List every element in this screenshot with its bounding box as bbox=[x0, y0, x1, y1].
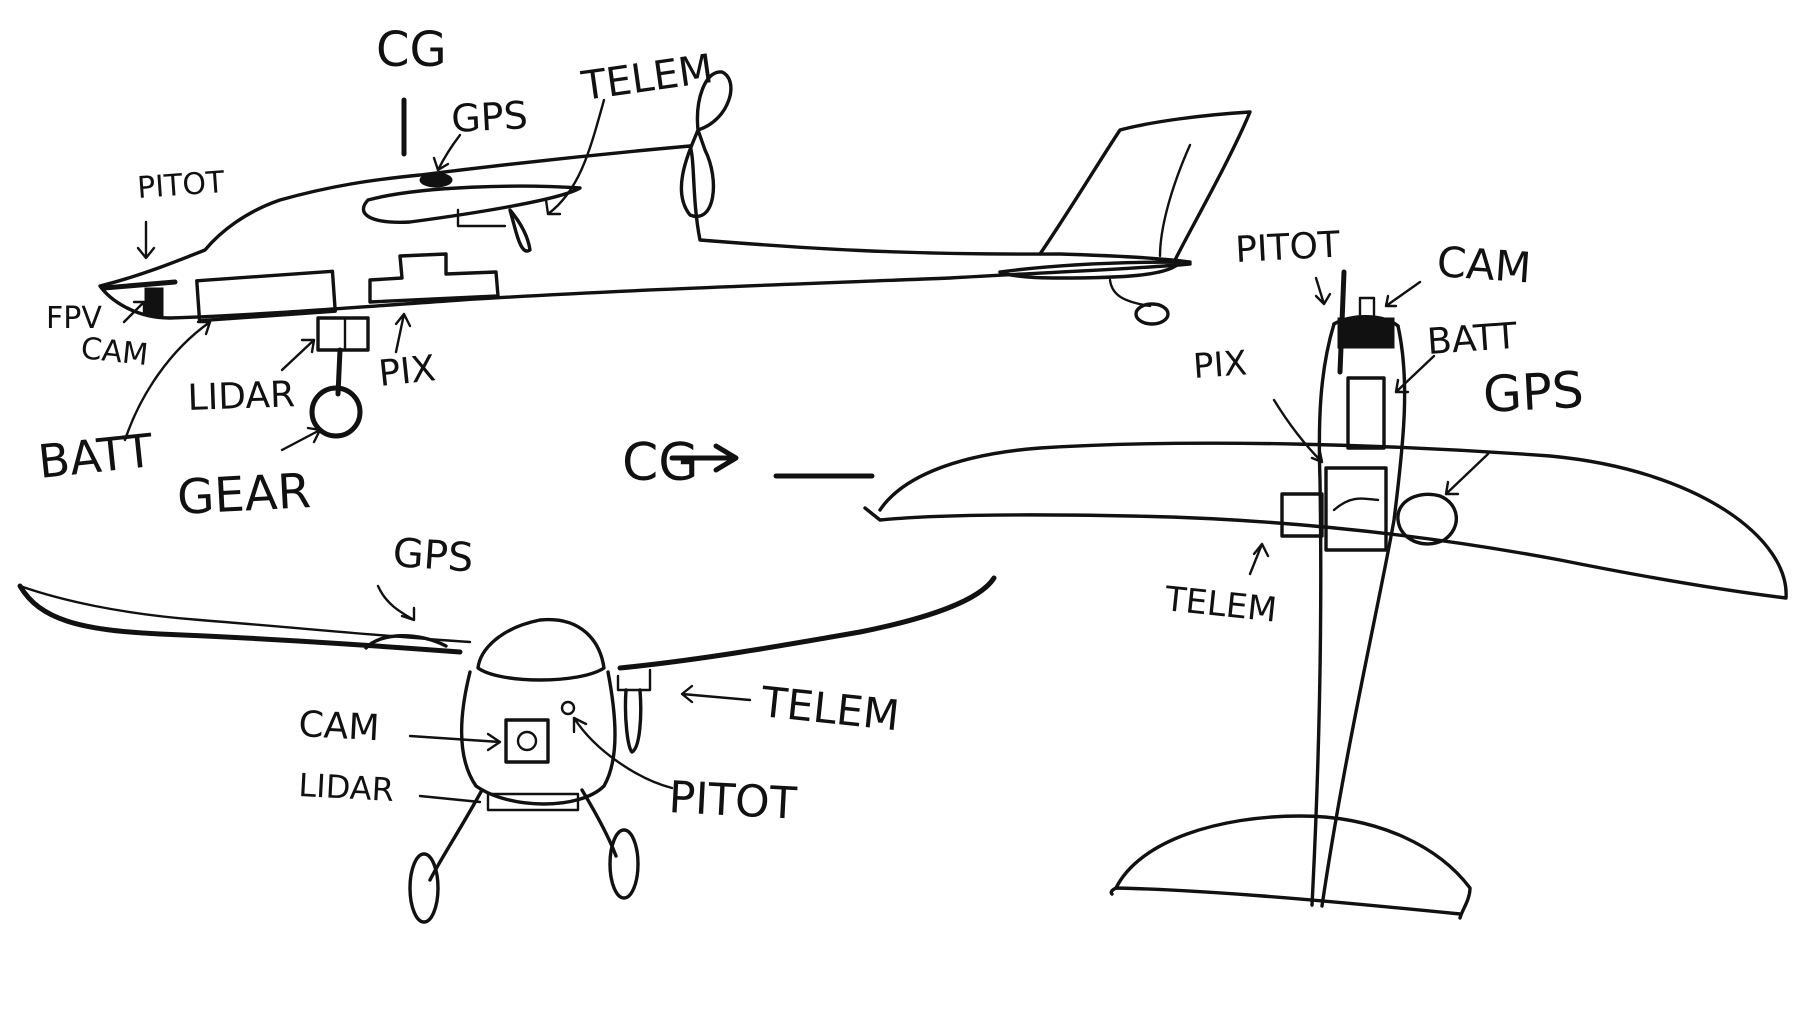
side-cam-arrow bbox=[122, 300, 146, 324]
front-cam-lens bbox=[516, 730, 538, 752]
top-pix-detail bbox=[1332, 497, 1380, 512]
side-fpv-cam-box bbox=[144, 287, 164, 317]
side-fuselage bbox=[98, 144, 1192, 320]
top-view: PITOT CAM BATT PIX GPS CG TELEM bbox=[622, 225, 1788, 920]
side-lidar-label: LIDAR bbox=[187, 374, 296, 419]
side-pitot-arrow bbox=[136, 220, 156, 260]
top-telem-box bbox=[1280, 492, 1324, 538]
top-pix-arrow bbox=[1272, 398, 1324, 464]
side-pix-arrow bbox=[394, 312, 412, 354]
side-pitot-label: PITOT bbox=[136, 165, 226, 206]
top-gps-arrow bbox=[1444, 452, 1490, 496]
top-cg-label: CG bbox=[622, 433, 699, 493]
front-pitot-arrow bbox=[572, 716, 674, 790]
side-batt-arrow bbox=[123, 320, 212, 442]
side-lidar-arrow bbox=[280, 338, 316, 372]
top-pix-box bbox=[1324, 466, 1388, 552]
top-battery-box bbox=[1346, 376, 1386, 450]
side-wing bbox=[361, 184, 582, 224]
side-tail-gear bbox=[1108, 278, 1152, 308]
front-cam-box bbox=[504, 718, 550, 764]
side-gear-wheel bbox=[309, 385, 363, 439]
front-telem-arrow bbox=[680, 684, 752, 704]
front-lidar-arrow bbox=[418, 794, 482, 804]
side-lidar-box bbox=[316, 316, 370, 352]
side-gps-puck bbox=[419, 172, 453, 188]
top-cam-arrow bbox=[1384, 280, 1422, 308]
front-gear-right-leg bbox=[580, 788, 618, 858]
side-cam-label: CAM bbox=[79, 331, 150, 373]
side-gps-arrow bbox=[432, 133, 462, 172]
side-telem-bracket bbox=[456, 208, 507, 228]
side-tail-wheel bbox=[1134, 302, 1170, 326]
front-gear-left-wheel bbox=[408, 852, 440, 924]
side-battery-box bbox=[195, 269, 337, 323]
front-dome bbox=[476, 617, 606, 682]
front-telem-mount bbox=[616, 668, 652, 692]
top-pitot-label: PITOT bbox=[1234, 225, 1342, 271]
side-gps-label: GPS bbox=[450, 93, 529, 141]
front-view: GPS CAM TELEM LIDAR PITOT bbox=[17, 530, 997, 924]
top-gps-puck bbox=[1396, 492, 1459, 546]
front-cam-label: CAM bbox=[298, 704, 381, 749]
top-horizontal-tail bbox=[1114, 814, 1472, 920]
side-vertical-tail bbox=[1038, 110, 1252, 262]
front-fuselage bbox=[459, 670, 617, 806]
side-batt-label: BATT bbox=[36, 423, 157, 489]
front-wing bbox=[17, 575, 997, 671]
top-gps-label: GPS bbox=[1482, 361, 1586, 424]
top-tail-root bbox=[1109, 886, 1462, 916]
side-view: CG GPS TELEM PITOT FPV CAM LIDAR PIX BAT… bbox=[36, 22, 1252, 526]
front-gps-bump bbox=[364, 634, 448, 650]
side-telem-antenna bbox=[508, 208, 532, 253]
top-cg-arrow bbox=[669, 443, 739, 473]
side-fpv-label: FPV bbox=[46, 301, 102, 336]
front-telem-antenna bbox=[623, 688, 643, 754]
front-gps-arrow bbox=[376, 584, 416, 622]
side-gear-label: GEAR bbox=[176, 463, 312, 526]
front-pitot-label: PITOT bbox=[667, 772, 798, 830]
side-pix-box bbox=[368, 252, 500, 304]
top-pitot-arrow bbox=[1314, 276, 1332, 306]
side-telem-arrow bbox=[544, 98, 606, 216]
front-lidar-label: LIDAR bbox=[298, 766, 395, 809]
top-batt-label: BATT bbox=[1426, 316, 1520, 363]
side-gear-arrow bbox=[280, 426, 322, 452]
side-pitot-tube bbox=[101, 279, 178, 291]
side-pix-label: PIX bbox=[377, 348, 438, 395]
top-telem-label: TELEM bbox=[1162, 579, 1279, 631]
front-telem-label: TELEM bbox=[758, 677, 902, 740]
top-cam-label: CAM bbox=[1435, 237, 1532, 292]
front-cam-arrow bbox=[408, 732, 502, 752]
side-cg-label: CG bbox=[376, 22, 447, 78]
front-pitot bbox=[560, 700, 576, 716]
front-gps-label: GPS bbox=[391, 530, 475, 582]
side-tail-fin-line bbox=[1158, 143, 1192, 258]
top-cam-hatch bbox=[1337, 317, 1395, 349]
side-horizontal-tail bbox=[998, 260, 1182, 280]
front-lidar-box bbox=[486, 792, 580, 812]
front-gear-left-leg bbox=[428, 788, 484, 882]
top-pix-label: PIX bbox=[1192, 343, 1248, 387]
top-telem-arrow bbox=[1248, 542, 1270, 576]
top-batt-arrow bbox=[1394, 354, 1436, 394]
side-propeller bbox=[679, 70, 733, 219]
top-main-wing bbox=[863, 441, 1788, 600]
front-gear-right-wheel bbox=[608, 828, 640, 900]
side-telem-label: TELEM bbox=[578, 46, 716, 110]
